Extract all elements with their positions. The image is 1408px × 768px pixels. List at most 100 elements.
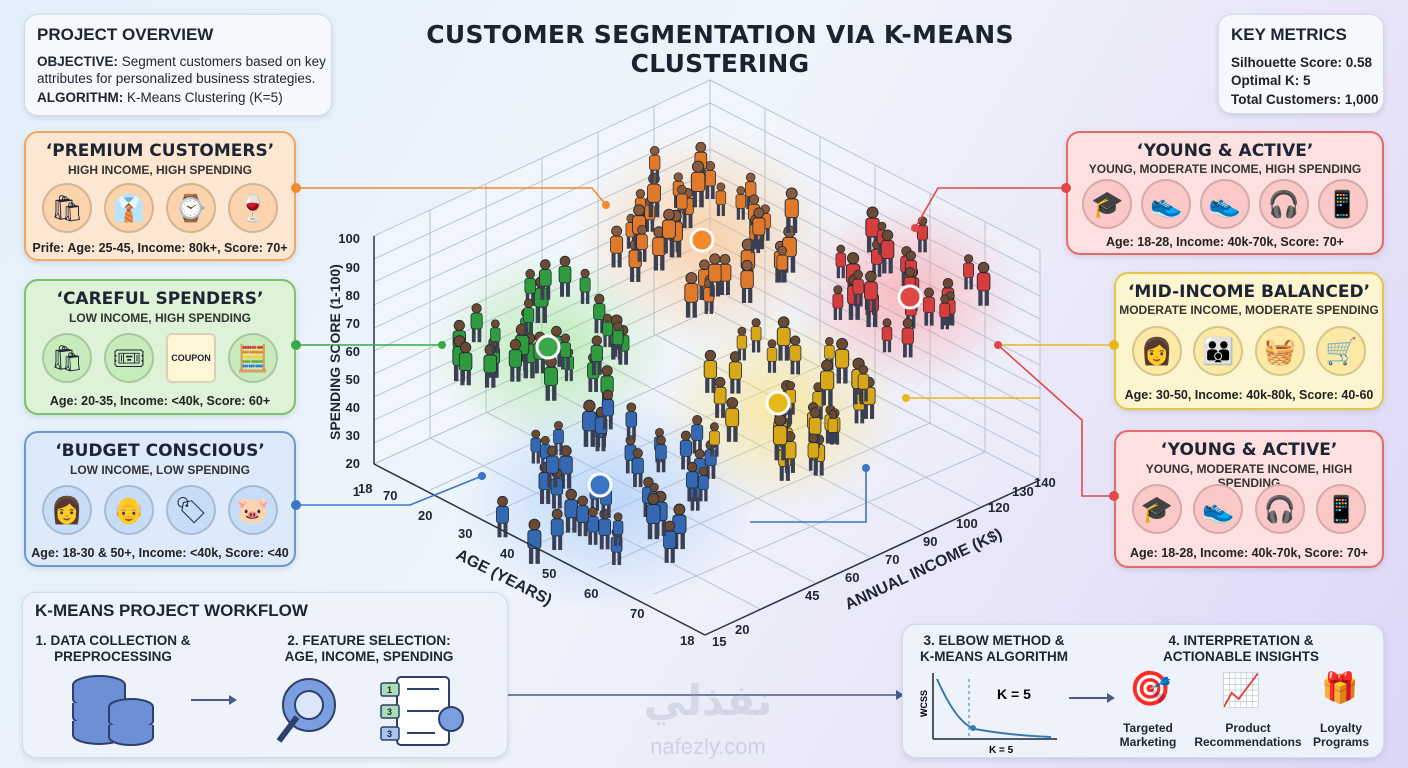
- algorithm-label: ALGORITHM:: [37, 90, 124, 105]
- centroid-young: [897, 284, 923, 310]
- segment-stats: Age: 18-28, Income: 40k-70k, Score: 70+: [1106, 235, 1344, 249]
- segment-card-young-active-2: ‘YOUNG & ACTIVE’ YOUNG, MODERATE INCOME,…: [1114, 430, 1384, 568]
- customer-figure-mid: [807, 433, 820, 471]
- watermark-latin: nafezly.com: [650, 734, 766, 759]
- elbow-chart: WCSS K = 5 K = 5: [919, 673, 1057, 756]
- customer-figure-careful: [458, 341, 473, 386]
- workflow-card-right: 3. ELBOW METHOD & K-MEANS ALGORITHM WCSS…: [902, 624, 1384, 758]
- price-tag-icon: 🏷: [166, 485, 216, 535]
- customer-figure-careful: [539, 259, 552, 300]
- woman-ticket-icon: 🎟: [104, 333, 154, 383]
- customer-figure-young: [865, 206, 880, 253]
- segment-card-careful: ‘CAREFUL SPENDERS’ LOW INCOME, HIGH SPEN…: [24, 279, 296, 415]
- customer-figure-careful: [523, 298, 535, 335]
- gear-magnifier-icon: [276, 678, 336, 743]
- businessman-icon: 👔: [104, 183, 154, 233]
- segment-stats: Age: 18-28, Income: 40k-70k, Score: 70+: [1130, 546, 1368, 560]
- customer-figure-budget: [663, 520, 677, 563]
- segment-stats: Age: 20-35, Income: <40k, Score: 60+: [49, 394, 271, 408]
- insight-line: Marketing: [1119, 735, 1177, 749]
- customer-figure-budget: [631, 448, 644, 488]
- income-tick: 20: [735, 622, 749, 637]
- segment-title: ‘MID-INCOME BALANCED’: [1127, 282, 1371, 302]
- headphones-icon: 🎧: [1258, 179, 1309, 229]
- income-tick: 60: [845, 570, 859, 585]
- shopping-bags-icon: 🛍: [42, 333, 92, 383]
- segment-subtitle: HIGH INCOME, HIGH SPENDING: [67, 163, 252, 177]
- woman-icon: 👩: [1131, 326, 1182, 376]
- insight-targeted: Targeted Marketing: [1109, 721, 1187, 749]
- income-tick: 140: [1034, 475, 1056, 490]
- customer-figure-mid: [713, 376, 727, 418]
- customer-figure-budget: [587, 507, 599, 545]
- cluster-3d-plot: 100 90 80 70 60 50 40 30 20 1 18 70 20 3…: [327, 79, 1056, 649]
- customer-figure-mid: [857, 365, 870, 402]
- customer-figure-careful: [593, 293, 606, 334]
- income-tick: 130: [1012, 484, 1034, 499]
- workflow-step-4: 4. INTERPRETATION & ACTIONABLE INSIGHTS: [1161, 633, 1321, 665]
- customer-figure-budget: [550, 508, 564, 550]
- customer-figure-budget: [553, 420, 564, 456]
- silhouette-score: Silhouette Score: 0.58: [1231, 55, 1373, 70]
- y-axis-label: SPENDING SCORE (1-100): [327, 264, 343, 440]
- step-4-line-1: 4. INTERPRETATION &: [1168, 633, 1314, 648]
- customer-figure-premium: [662, 208, 676, 254]
- segment-title: ‘YOUNG & ACTIVE’: [1160, 440, 1338, 460]
- segment-stats: Prife: Age: 25-45, Income: 80k+, Score: …: [32, 241, 288, 255]
- dining-icon: 🍷: [228, 183, 278, 233]
- y-tick: 20: [346, 456, 360, 471]
- customer-figure-mid: [766, 339, 778, 373]
- y-tick: 50: [346, 372, 360, 387]
- customer-figure-premium: [784, 187, 799, 233]
- customer-figure-young: [832, 285, 844, 320]
- workflow-card: K-MEANS PROJECT WORKFLOW 1. DATA COLLECT…: [22, 592, 508, 758]
- centroid-careful: [535, 334, 561, 360]
- sneaker-icon: 👟: [1199, 179, 1250, 229]
- customer-figure-premium: [735, 186, 746, 220]
- workflow-step-3: 3. ELBOW METHOD & K-MEANS ALGORITHM: [909, 633, 1079, 665]
- income-tick: 70: [885, 552, 899, 567]
- segment-title: ‘BUDGET CONSCIOUS’: [55, 441, 265, 461]
- family-icon: 👪: [1193, 326, 1244, 376]
- customer-figure-budget: [612, 512, 624, 546]
- customer-figure-premium: [690, 160, 706, 208]
- total-customers: Total Customers: 1,000: [1231, 92, 1379, 107]
- customer-figure-premium: [610, 225, 624, 268]
- customer-figure-premium: [636, 225, 648, 262]
- phone-icon: 📱: [1316, 484, 1367, 534]
- customer-figure-budget: [646, 492, 661, 540]
- overview-objective: OBJECTIVE: Segment customers based on ke…: [37, 53, 332, 87]
- customer-figure-mid: [725, 397, 740, 442]
- y-tick: 70: [346, 316, 360, 331]
- income-tick: 90: [923, 534, 937, 549]
- customer-figure-mid: [819, 359, 835, 406]
- y-tick: 80: [346, 288, 360, 303]
- objective-text: Segment customers based on key attribute…: [37, 54, 326, 86]
- y-tick: 40: [346, 400, 360, 415]
- step-2-line-1: 2. FEATURE SELECTION:: [287, 633, 451, 648]
- customer-figure-young: [864, 270, 878, 315]
- coupon-text: COUPON: [171, 353, 211, 363]
- segment-card-mid-income: ‘MID-INCOME BALANCED’ MODERATE INCOME, M…: [1114, 272, 1384, 410]
- segment-card-budget: ‘BUDGET CONSCIOUS’ LOW INCOME, LOW SPEND…: [24, 431, 296, 567]
- customer-figure-budget: [601, 389, 615, 430]
- centroid-mid: [765, 390, 791, 416]
- y-tick: 60: [346, 344, 360, 359]
- feature-number: 3: [387, 707, 392, 717]
- insight-product: Product Recommendations: [1191, 721, 1305, 749]
- customer-figure-young: [976, 261, 991, 306]
- feature-number: 3: [387, 729, 392, 739]
- customer-figure-young: [939, 294, 951, 330]
- watermark-arabic: نفذلي: [643, 676, 773, 725]
- insight-line: Product: [1225, 721, 1271, 735]
- elbow-xlabel: K = 5: [989, 745, 1014, 756]
- customer-figure-mid: [750, 318, 762, 353]
- step-1-line-2: PREPROCESSING: [54, 649, 172, 664]
- customer-figure-mid: [709, 422, 720, 457]
- y-tick: 90: [346, 260, 360, 275]
- customer-figure-premium: [718, 253, 732, 295]
- age-tick: 40: [500, 546, 514, 561]
- segment-subtitle: LOW INCOME, HIGH SPENDING: [68, 311, 251, 325]
- age-tick: 18: [680, 633, 694, 648]
- customer-figure-budget: [625, 402, 638, 440]
